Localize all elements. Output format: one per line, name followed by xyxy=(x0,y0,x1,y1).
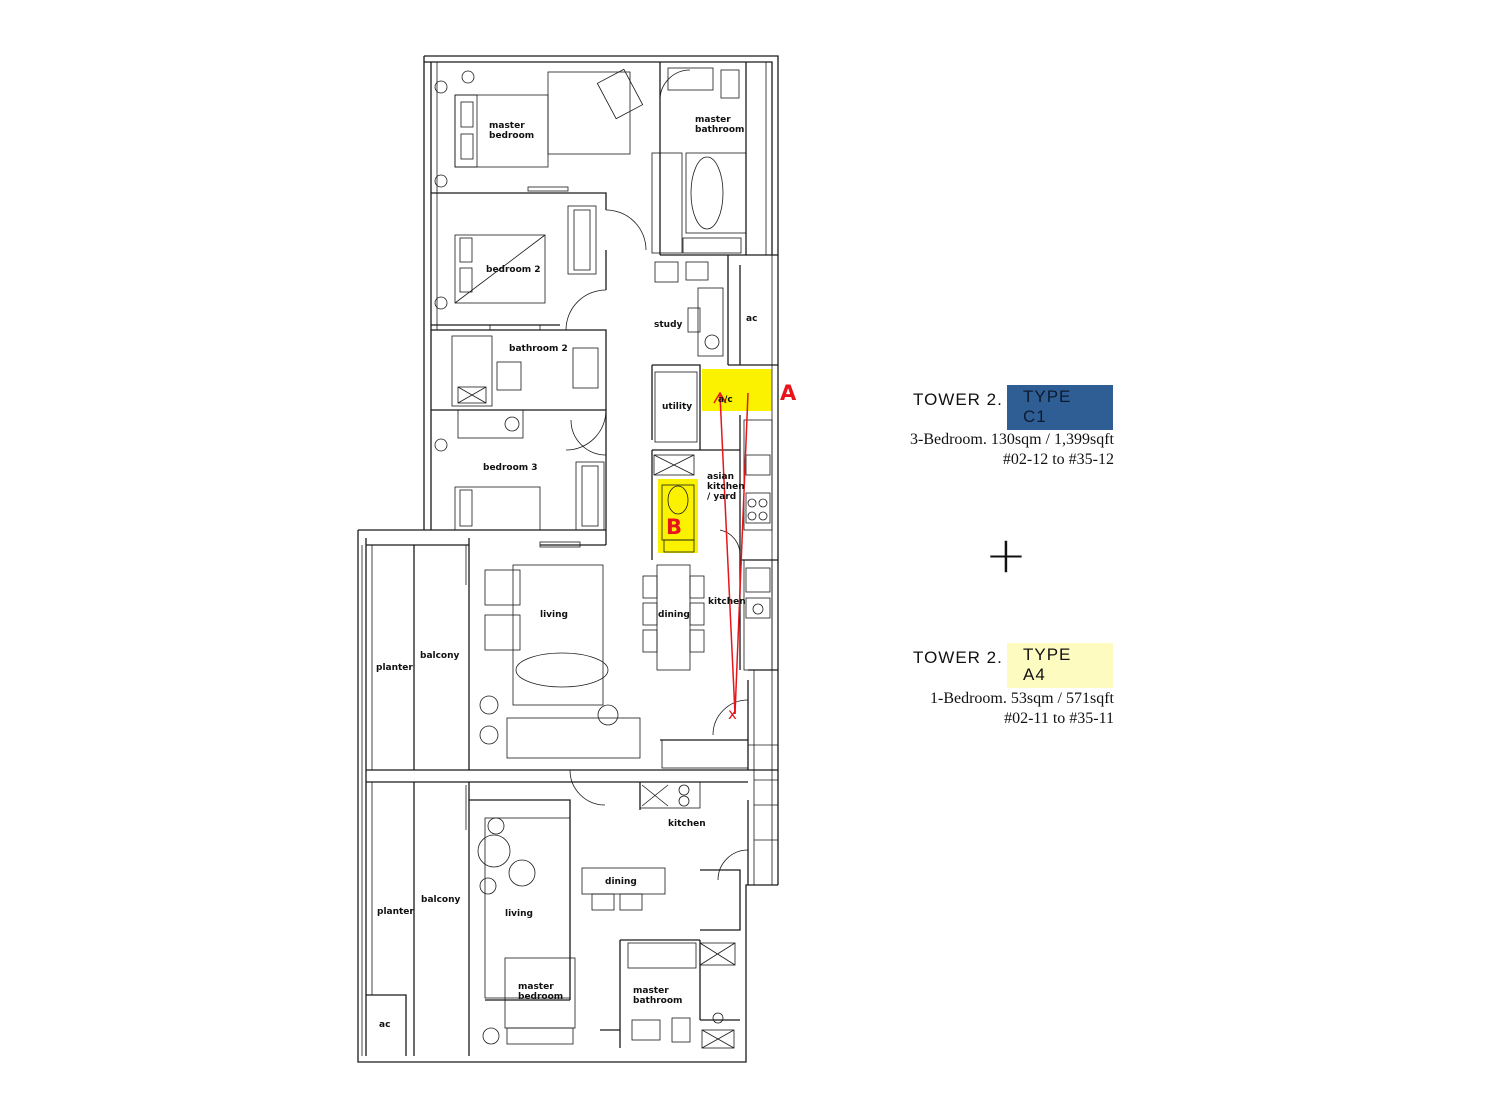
room-label-ac-yellow: a/c xyxy=(718,395,733,405)
room-label-balcony-c1: balcony xyxy=(420,651,460,661)
label-line: master xyxy=(518,982,554,992)
room-label-planter-c1: planter xyxy=(376,663,413,673)
room-label-balcony-a4: balcony xyxy=(421,895,461,905)
room-label-kitchen-a4: kitchen xyxy=(668,819,706,829)
label-line: kitchen xyxy=(707,482,745,492)
highlight-zone-a xyxy=(702,369,772,411)
room-label-dining-c1: dining xyxy=(658,610,690,620)
label-line: master xyxy=(489,121,525,131)
legend-a4-details: 1-Bedroom. 53sqm / 571sqft #02-11 to #35… xyxy=(863,689,1114,729)
room-label-dining-a4: dining xyxy=(605,877,637,887)
legend-c1-desc: 3-Bedroom. 130sqm / 1,399sqft xyxy=(910,431,1114,448)
label-line: bedroom xyxy=(489,131,534,141)
furniture-c1 xyxy=(434,67,773,769)
label-line: bathroom xyxy=(633,996,682,1006)
room-label-planter-a4: planter xyxy=(377,907,414,917)
legend-c1-type-badge: TYPE C1 xyxy=(1007,385,1113,430)
label-line: bedroom xyxy=(518,992,563,1002)
room-label-kitchen-c1: kitchen xyxy=(708,597,746,607)
label-line: bathroom xyxy=(695,125,744,135)
room-label-living-c1: living xyxy=(540,610,568,620)
window-strips xyxy=(361,62,778,1056)
route-line xyxy=(713,391,749,715)
legend-c1-units: #02-12 to #35-12 xyxy=(1002,451,1114,468)
interior-walls-c1 xyxy=(366,62,778,770)
room-label-bathroom-2: bathroom 2 xyxy=(509,344,568,354)
marker-b: B xyxy=(666,515,682,539)
label-line: master xyxy=(633,986,669,996)
legend-a4-type-badge: TYPE A4 xyxy=(1007,643,1113,688)
room-label-ac-bottom: ac xyxy=(379,1020,390,1030)
room-label-study: study xyxy=(654,320,683,330)
interior-walls-a4 xyxy=(366,782,749,1056)
label-line: asian xyxy=(707,472,734,482)
highlight-zone-b xyxy=(658,479,698,553)
room-label-bedroom-3: bedroom 3 xyxy=(483,463,538,473)
furniture-a4 xyxy=(477,769,749,1049)
outer-walls xyxy=(357,55,779,1063)
marker-x: x xyxy=(728,705,737,723)
label-line: / yard xyxy=(707,492,736,502)
legend-plus-sign: + xyxy=(985,526,1027,584)
room-label-living-a4: living xyxy=(505,909,533,919)
legend-c1-header: TOWER 2. TYPE C1 xyxy=(913,385,1113,430)
room-label-bedroom-2: bedroom 2 xyxy=(486,265,541,275)
legend-a4-desc: 1-Bedroom. 53sqm / 571sqft xyxy=(930,690,1114,707)
legend-a4-tower: TOWER 2. xyxy=(913,648,1003,667)
room-label-ac-top: ac xyxy=(746,314,757,324)
label-line: master xyxy=(695,115,731,125)
marker-a: A xyxy=(780,381,797,405)
legend-a4-units: #02-11 to #35-11 xyxy=(1004,710,1114,727)
legend-c1-tower: TOWER 2. xyxy=(913,390,1003,409)
legend-c1-details: 3-Bedroom. 130sqm / 1,399sqft #02-12 to … xyxy=(863,430,1114,470)
legend-a4-header: TOWER 2. TYPE A4 xyxy=(913,643,1113,688)
room-label-utility: utility xyxy=(662,402,692,412)
